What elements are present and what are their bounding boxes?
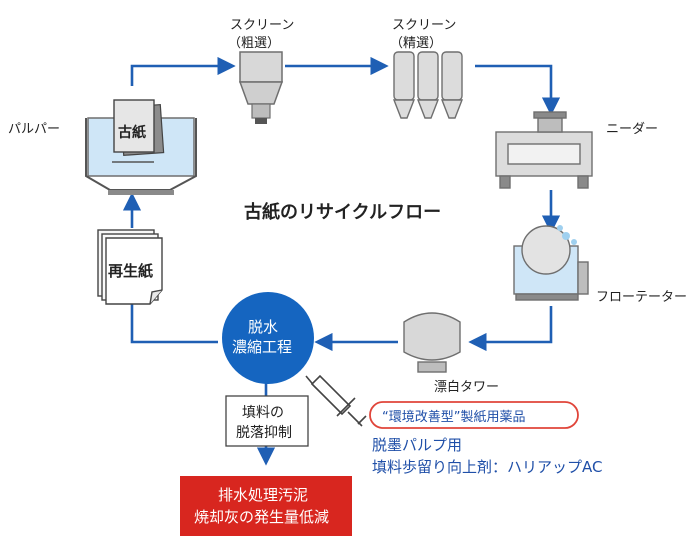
dewatering-label-line2: 濃縮工程 <box>232 338 293 356</box>
pulper-inner-label: 古紙 <box>118 125 146 141</box>
coarse-screen-label-line1: スクリーン <box>230 18 295 33</box>
filler-retention-line2: 脱落抑制 <box>236 425 292 441</box>
sludge-label-line1: 排水処理汚泥 <box>218 486 309 504</box>
chemical-line1: 脱墨パルプ用 <box>372 436 463 454</box>
bleach-tower-icon <box>403 312 461 373</box>
fine-screen-label-line1: スクリーン <box>392 18 457 33</box>
flow-arrows <box>122 56 561 466</box>
arrow-pulper-to-coarse-screen <box>130 56 236 86</box>
recycled-paper-label: 再生紙 <box>108 262 154 280</box>
fine-screen-icon <box>392 51 464 119</box>
arrow-fine-screen-to-kneader <box>475 64 561 116</box>
sludge-box <box>180 476 352 536</box>
chemical-tag-label: “環境改善型”製紙用薬品 <box>382 410 526 425</box>
kneader-label: ニーダー <box>606 122 659 137</box>
fine-screen-label-line2: （精選） <box>390 36 443 51</box>
arrow-dewatering-to-recycled-paper <box>122 286 218 344</box>
filler-retention-box <box>225 395 309 447</box>
filler-retention-line1: 填料の <box>242 405 284 421</box>
pulper-label: パルパー <box>8 122 61 137</box>
flotator-icon <box>513 225 589 301</box>
kneader-icon <box>495 111 593 189</box>
recycled-paper-icon <box>97 229 163 305</box>
diagram-title: 古紙のリサイクルフロー <box>244 202 442 223</box>
syringe-icon <box>305 374 367 427</box>
chemical-line2: 填料歩留り向上剤：ハリアップAC <box>372 458 603 476</box>
bleach-tower-label: 漂白タワー <box>434 380 500 395</box>
coarse-screen-label-line2: （粗選） <box>228 36 281 51</box>
coarse-screen-icon <box>238 51 284 124</box>
arrow-flotator-to-bleach-tower <box>468 306 553 352</box>
chemical-tag-box <box>369 401 579 429</box>
dewatering-label-line1: 脱水 <box>248 318 279 336</box>
dewatering-circle <box>222 292 314 384</box>
flotator-label: フローテーター <box>596 290 688 305</box>
pulper-icon <box>85 99 197 195</box>
sludge-label-line2: 焼却灰の発生量低減 <box>194 508 330 526</box>
